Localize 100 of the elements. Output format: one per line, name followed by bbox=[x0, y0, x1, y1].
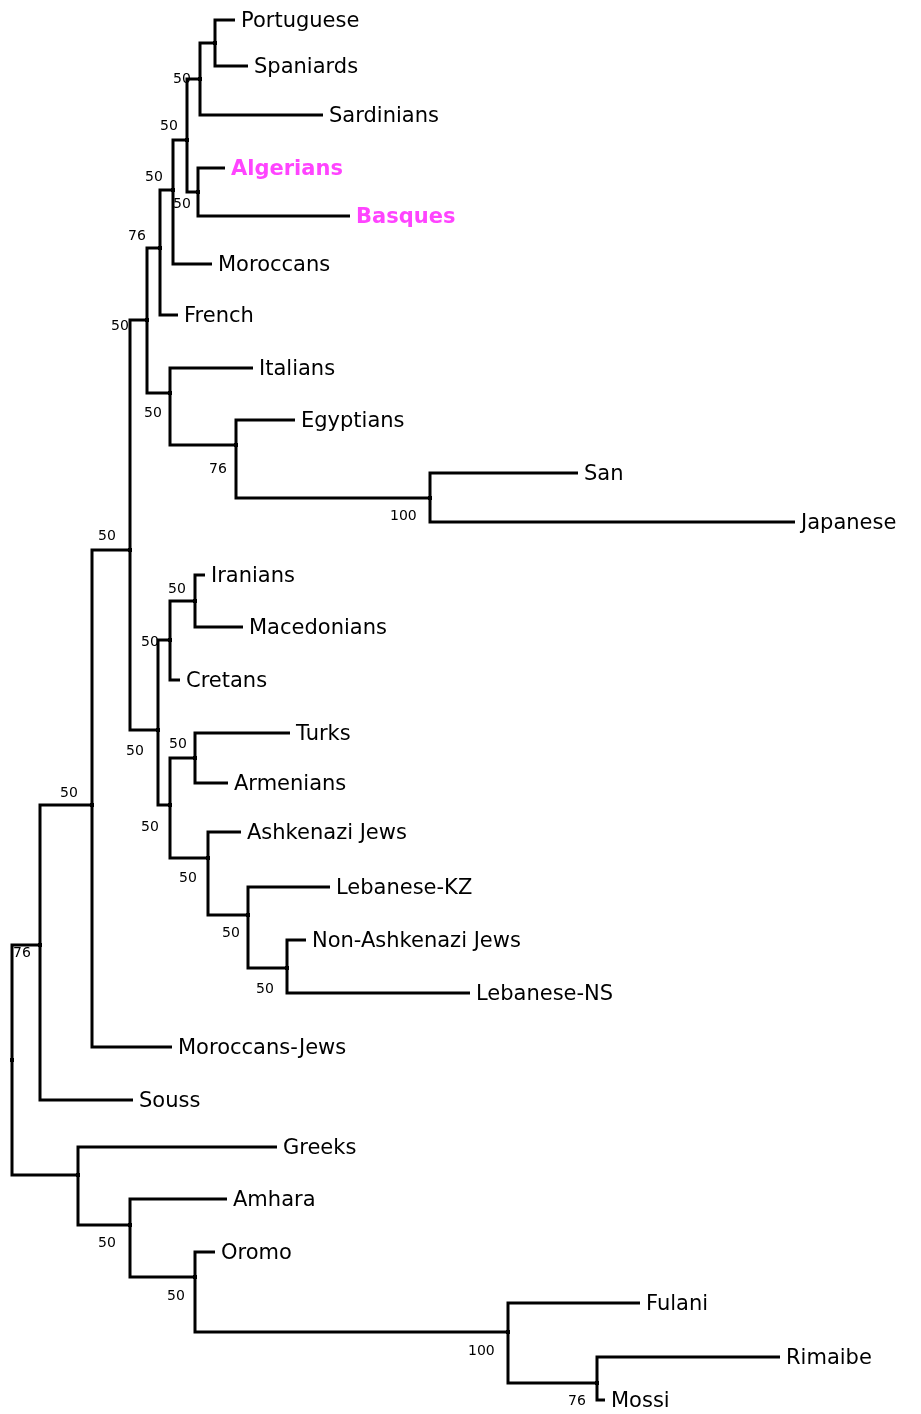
taxon-label: Moroccans bbox=[212, 251, 331, 277]
taxon-label: Lebanese-KZ bbox=[330, 874, 473, 900]
bootstrap-value: 76 bbox=[13, 944, 31, 960]
branch-node bbox=[156, 728, 160, 732]
branch-node bbox=[198, 77, 202, 81]
branch-node bbox=[196, 190, 200, 194]
branch-node bbox=[246, 913, 250, 917]
tree-branch bbox=[185, 77, 198, 138]
tree-branch bbox=[168, 642, 180, 682]
tree-branch bbox=[595, 1355, 780, 1381]
tree-branch bbox=[206, 860, 246, 917]
tree-branch bbox=[128, 1227, 193, 1279]
bootstrap-value: 50 bbox=[145, 168, 163, 184]
tree-branch bbox=[213, 18, 235, 41]
tree-branch bbox=[158, 188, 171, 246]
taxon-label: Algerians bbox=[225, 155, 343, 181]
branch-node bbox=[168, 803, 172, 807]
branch-node bbox=[206, 856, 210, 860]
bootstrap-value: 50 bbox=[179, 869, 197, 885]
tree-branch bbox=[158, 250, 178, 317]
tree-branch bbox=[168, 807, 206, 860]
branch-node bbox=[10, 1058, 14, 1062]
bootstrap-value: 50 bbox=[141, 818, 159, 834]
taxon-label: Sardinians bbox=[323, 102, 439, 128]
tree-branch bbox=[246, 917, 285, 970]
bootstrap-value: 76 bbox=[209, 460, 227, 476]
tree-branch bbox=[595, 1385, 605, 1402]
taxon-label: Oromo bbox=[215, 1239, 292, 1265]
taxon-label: Cretans bbox=[180, 667, 268, 693]
tree-branch bbox=[10, 1062, 76, 1177]
bootstrap-value: 50 bbox=[168, 580, 186, 596]
bootstrap-value: 50 bbox=[144, 404, 162, 420]
tree-branch bbox=[198, 41, 213, 77]
branch-node bbox=[506, 1330, 510, 1334]
tree-branch bbox=[428, 500, 795, 524]
branch-node bbox=[38, 943, 42, 947]
branch-node bbox=[285, 966, 289, 970]
tree-branch bbox=[38, 947, 133, 1102]
branch-node bbox=[145, 318, 149, 322]
branch-node bbox=[128, 548, 132, 552]
tree-branch bbox=[171, 192, 212, 266]
tree-branch bbox=[145, 246, 158, 318]
tree-branch bbox=[168, 366, 253, 391]
branch-node bbox=[428, 496, 432, 500]
tree-branch bbox=[196, 166, 225, 190]
tree-branch bbox=[428, 471, 578, 496]
bootstrap-value: 50 bbox=[160, 117, 178, 133]
taxon-label: Rimaibe bbox=[780, 1344, 872, 1370]
branch-node bbox=[90, 803, 94, 807]
tree-branch bbox=[193, 731, 290, 756]
taxon-label: Egyptians bbox=[295, 407, 405, 433]
tree-branch bbox=[90, 548, 128, 803]
tree-branch bbox=[145, 322, 168, 395]
taxon-label: Basques bbox=[350, 203, 456, 229]
tree-branch bbox=[193, 603, 243, 629]
bootstrap-value: 50 bbox=[98, 527, 116, 543]
taxon-label: Italians bbox=[253, 355, 336, 381]
bootstrap-value: 50 bbox=[111, 317, 129, 333]
bootstrap-value: 100 bbox=[390, 507, 417, 523]
tree-branch bbox=[246, 885, 330, 913]
branch-node bbox=[213, 41, 217, 45]
branch-node bbox=[193, 756, 197, 760]
bootstrap-value: 50 bbox=[222, 924, 240, 940]
branch-node bbox=[595, 1381, 599, 1385]
taxon-label: Ashkenazi Jews bbox=[241, 819, 407, 845]
taxon-label: Lebanese-NS bbox=[470, 980, 614, 1006]
branch-node bbox=[193, 599, 197, 603]
tree-branch bbox=[128, 318, 145, 548]
branch-node bbox=[234, 443, 238, 447]
bootstrap-value: 100 bbox=[468, 1342, 495, 1358]
tree-branch bbox=[76, 1177, 128, 1227]
tree-branch bbox=[128, 1197, 227, 1223]
tree-branch bbox=[234, 447, 428, 500]
branch-node bbox=[168, 638, 172, 642]
tree-branch bbox=[193, 760, 228, 785]
branch-node bbox=[168, 391, 172, 395]
taxon-label: Macedonians bbox=[243, 614, 387, 640]
bootstrap-value: 50 bbox=[98, 1234, 116, 1250]
tree-branch bbox=[156, 732, 168, 807]
branch-node bbox=[185, 138, 189, 142]
taxon-label: Turks bbox=[290, 720, 351, 746]
bootstrap-value: 76 bbox=[128, 227, 146, 243]
bootstrap-value: 50 bbox=[256, 980, 274, 996]
tree-branch bbox=[168, 599, 193, 638]
tree-branch bbox=[234, 418, 295, 443]
tree-branch bbox=[76, 1145, 277, 1173]
tree-branch bbox=[193, 1250, 215, 1275]
bootstrap-value: 50 bbox=[167, 1287, 185, 1303]
tree-branch bbox=[285, 938, 306, 966]
tree-branch bbox=[213, 45, 248, 68]
bootstrap-value: 50 bbox=[126, 742, 144, 758]
tree-branch bbox=[506, 1334, 595, 1385]
tree-branch bbox=[38, 803, 90, 943]
tree-branch bbox=[206, 830, 241, 856]
tree-branch bbox=[128, 552, 156, 732]
taxon-label: Non-Ashkenazi Jews bbox=[306, 927, 521, 953]
branch-node bbox=[76, 1173, 80, 1177]
tree-branch bbox=[90, 807, 172, 1049]
taxon-label: Souss bbox=[133, 1087, 201, 1113]
tree-branch bbox=[10, 943, 38, 1058]
